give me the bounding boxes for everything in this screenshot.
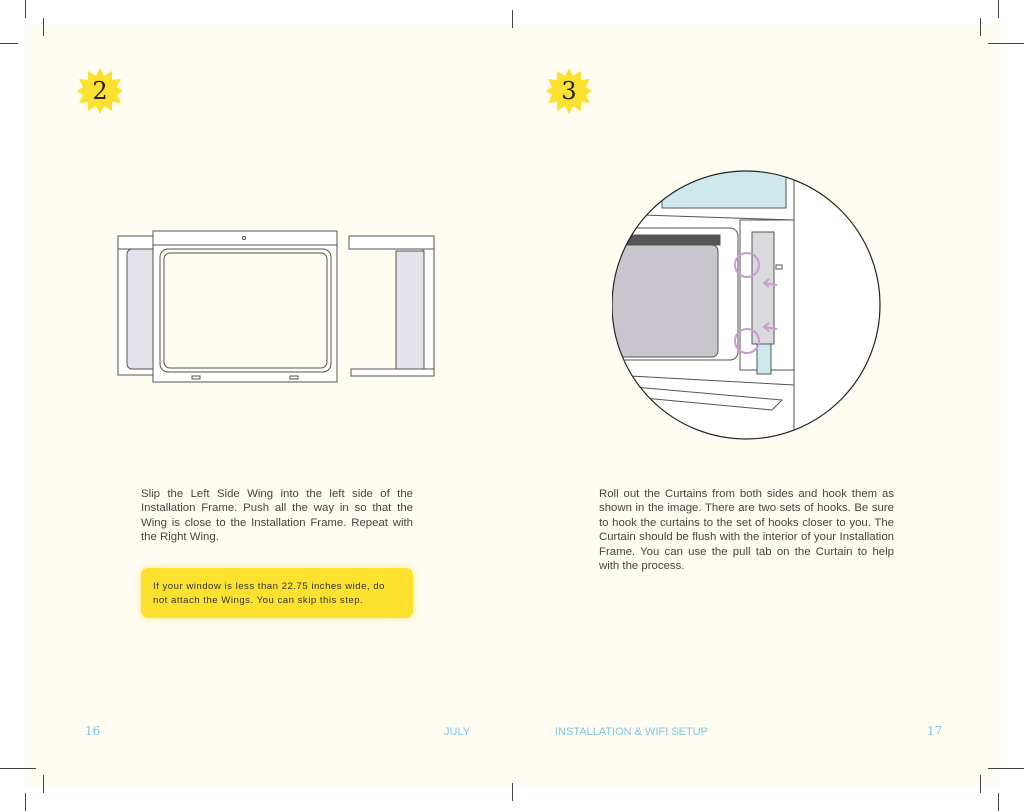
frame-and-wings-illustration bbox=[117, 230, 435, 383]
crop-mark bbox=[43, 18, 44, 36]
crop-mark bbox=[512, 783, 513, 801]
crop-mark bbox=[980, 775, 981, 793]
step-badge-2: 2 bbox=[75, 66, 125, 116]
crop-mark bbox=[25, 0, 26, 18]
footer-right: INSTALLATION & WIFI SETUP bbox=[555, 726, 709, 738]
crop-mark bbox=[0, 43, 18, 44]
crop-mark bbox=[43, 775, 44, 793]
page-spread bbox=[25, 25, 999, 786]
step-number: 2 bbox=[92, 77, 108, 105]
step-badge-3: 3 bbox=[544, 66, 594, 116]
crop-mark bbox=[0, 768, 36, 769]
crop-mark bbox=[998, 793, 999, 811]
crop-mark bbox=[998, 0, 999, 18]
page-number-right: 17 bbox=[927, 724, 943, 738]
crop-mark bbox=[25, 793, 26, 811]
note-callout: If your window is less than 22.75 inches… bbox=[141, 568, 413, 618]
crop-mark bbox=[980, 18, 981, 36]
step-3-instructions: Roll out the Curtains from both sides an… bbox=[599, 488, 894, 573]
crop-mark bbox=[988, 768, 1024, 769]
page-number-left: 16 bbox=[85, 724, 101, 738]
step-2-instructions: Slip the Left Side Wing into the left si… bbox=[141, 488, 413, 544]
curtain-hook-detail-illustration bbox=[612, 170, 881, 440]
crop-mark bbox=[512, 10, 513, 28]
step-number: 3 bbox=[561, 77, 577, 105]
hook-highlight-icon bbox=[734, 252, 778, 354]
sun-badge-icon bbox=[546, 68, 592, 114]
footer-left: JULY bbox=[444, 726, 471, 738]
crop-mark bbox=[988, 43, 1024, 44]
sun-badge-icon bbox=[77, 68, 123, 114]
